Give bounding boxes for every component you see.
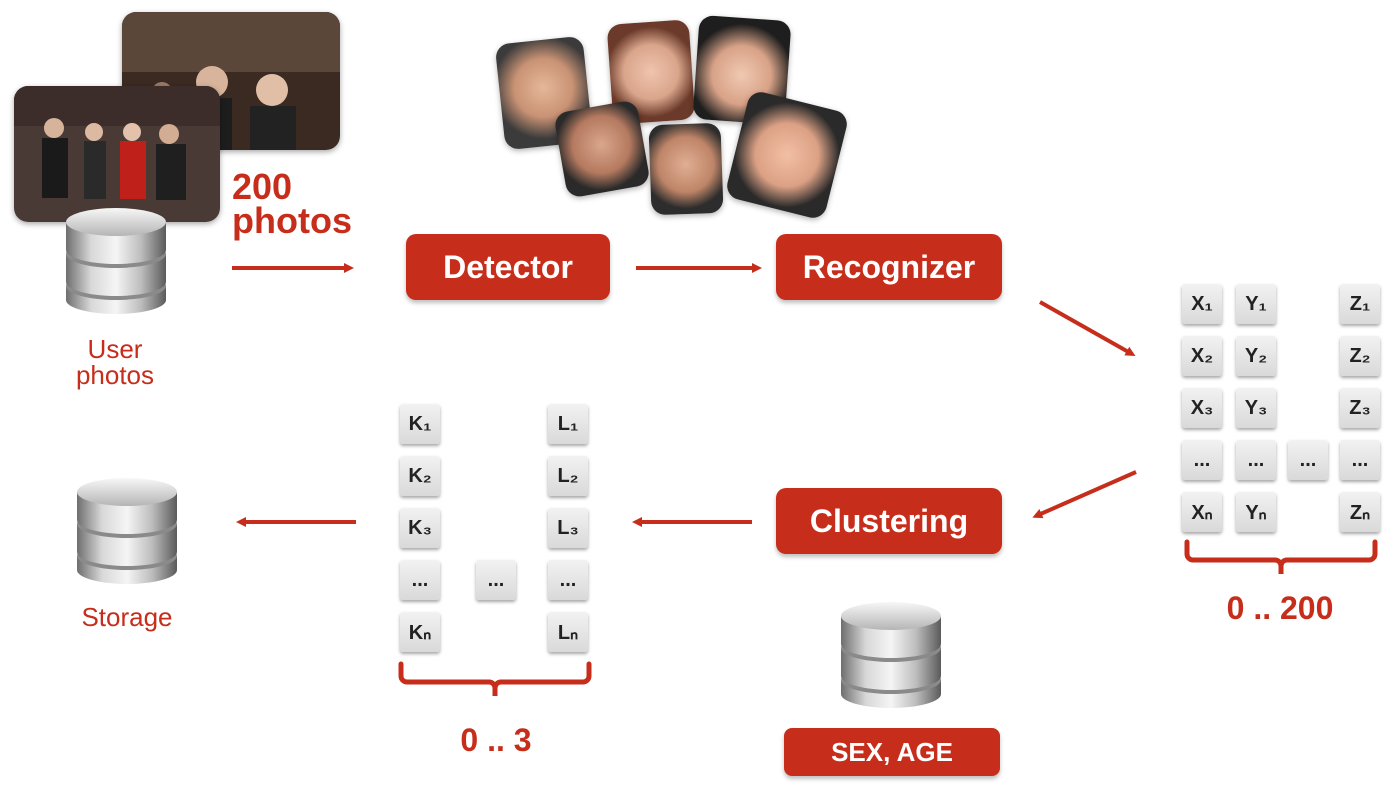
clustering-label: Clustering (809, 502, 969, 539)
feature-cell: Y₁ (1236, 284, 1276, 324)
feature-cell: Yₙ (1236, 492, 1276, 532)
feature-cell: X₁ (1182, 284, 1222, 324)
cluster-cell: L₁ (548, 404, 588, 444)
photo-image (14, 86, 220, 222)
recognizer-step: Recognizer (776, 234, 1002, 300)
feature-cell: ... (1340, 440, 1380, 480)
feature-cell: Xₙ (1182, 492, 1222, 532)
cluster-matrix: K₁ L₁ K₂ L₂ K₃ L₃......... Kₙ Lₙ (400, 404, 590, 664)
cluster-cell: Lₙ (548, 612, 588, 652)
group-photo-front (14, 86, 220, 222)
cluster-cell: ... (400, 560, 440, 600)
feature-cell: Y₂ (1236, 336, 1276, 376)
feature-cell: Zₙ (1340, 492, 1380, 532)
feature-cell: Z₂ (1340, 336, 1380, 376)
feature-cell: Y₃ (1236, 388, 1276, 428)
recognizer-label: Recognizer (802, 248, 976, 285)
feature-cell: Z₃ (1340, 388, 1380, 428)
cluster-cell: K₁ (400, 404, 440, 444)
feature-cell: X₂ (1182, 336, 1222, 376)
attributes-label: SEX, AGE (831, 736, 953, 767)
storage-database-icon (77, 478, 177, 584)
cluster-cell: ... (548, 560, 588, 600)
cluster-cell: ... (476, 560, 516, 600)
feature-matrix: X₁ Y₁ Z₁ X₂ Y₂ Z₂ X₃ Y₃ Z₃............ Xₙ Yₙ Zₙ (1182, 284, 1382, 534)
detector-step: Detector (406, 234, 610, 300)
cluster-cell: L₂ (548, 456, 588, 496)
attributes-label-box: SEX, AGE (784, 728, 1000, 776)
attributes-database-icon (841, 602, 941, 708)
user-photos-caption-line2: photos (75, 360, 155, 390)
user-photos-caption: User photos (40, 336, 190, 388)
feature-range-label: 0 .. 200 (1226, 590, 1334, 626)
detector-label: Detector (443, 248, 573, 285)
cluster-cell: L₃ (548, 508, 588, 548)
photo-count-label: 200 photos (232, 166, 352, 241)
feature-cell: ... (1182, 440, 1222, 480)
photo-count-unit: photos (232, 200, 352, 241)
cluster-cell: K₂ (400, 456, 440, 496)
feature-cell: Z₁ (1340, 284, 1380, 324)
cluster-cell: K₃ (400, 508, 440, 548)
photo-image (122, 12, 340, 150)
feature-range-brace (1184, 539, 1378, 574)
cluster-range-brace (398, 661, 592, 696)
feature-cell: X₃ (1182, 388, 1222, 428)
group-photo-back (122, 12, 340, 150)
storage-caption: Storage (81, 602, 173, 632)
photo-count-number: 200 (232, 166, 293, 207)
user-photos-caption-line1: User (87, 334, 143, 364)
clustering-step: Clustering (776, 488, 1002, 554)
feature-cell: ... (1288, 440, 1328, 480)
cluster-range-label: 0 .. 3 (460, 722, 532, 758)
cluster-cell: Kₙ (400, 612, 440, 652)
feature-cell: ... (1236, 440, 1276, 480)
